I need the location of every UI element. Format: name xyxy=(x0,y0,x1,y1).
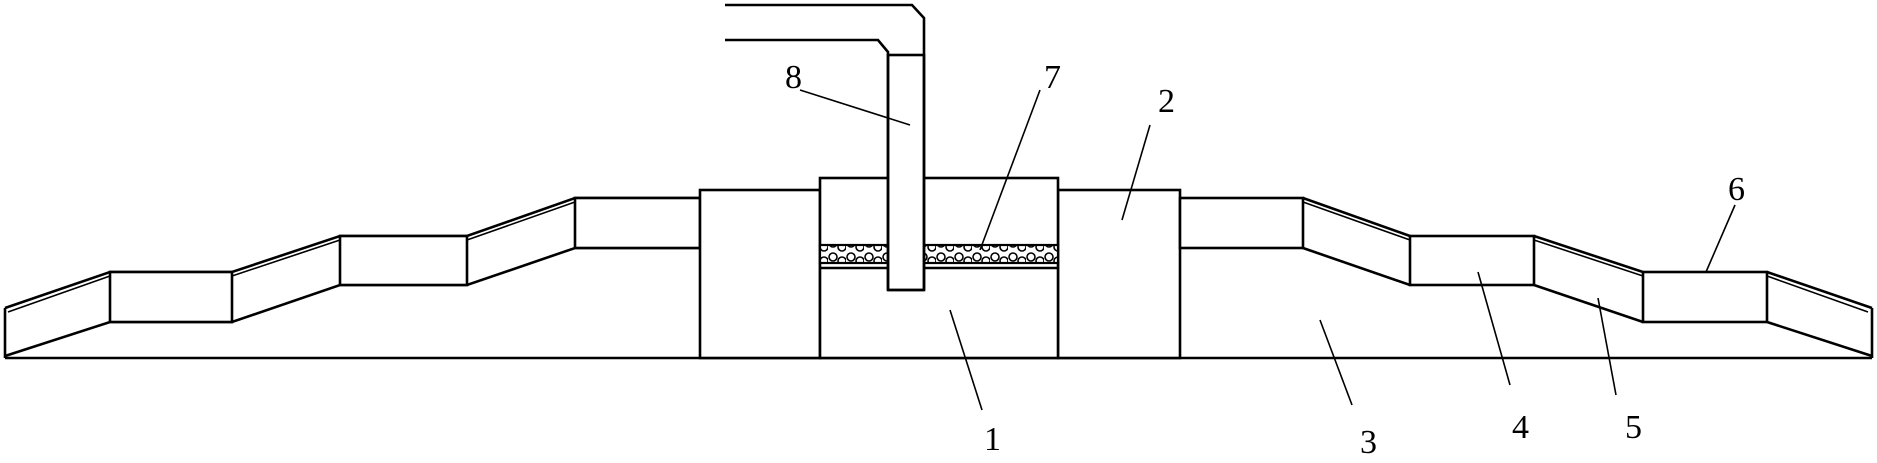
right-block-outer xyxy=(1641,270,1769,324)
leader-5 xyxy=(1597,297,1617,396)
left-block-middle xyxy=(338,234,469,287)
leader-4 xyxy=(1477,271,1511,386)
right-block-inner xyxy=(1178,196,1305,250)
leader-3 xyxy=(1319,319,1353,406)
leader-1 xyxy=(949,309,983,411)
label-2: 2 xyxy=(1158,83,1175,120)
leader-6 xyxy=(1705,204,1736,273)
label-6: 6 xyxy=(1728,171,1745,208)
label-8: 8 xyxy=(785,59,802,96)
label-1: 1 xyxy=(984,421,1001,458)
label-3: 3 xyxy=(1360,424,1377,461)
pipe-inner-edge xyxy=(725,38,890,290)
gravel-layer xyxy=(818,243,1060,265)
right-slope-bottom-edge xyxy=(1302,246,1873,358)
left-block-inner xyxy=(573,196,702,250)
right-block-middle xyxy=(1408,234,1536,287)
label-4: 4 xyxy=(1512,409,1529,446)
right-slope-top-edge xyxy=(1302,196,1873,310)
center-left-support xyxy=(698,188,822,360)
label-7: 7 xyxy=(1044,59,1061,96)
leader-7 xyxy=(979,89,1041,251)
pipe-outer-edge xyxy=(725,3,926,290)
leader-2 xyxy=(1121,124,1151,221)
center-right-support xyxy=(1056,188,1182,360)
left-block-outer xyxy=(108,270,234,324)
label-5: 5 xyxy=(1625,409,1642,446)
leader-8 xyxy=(799,89,911,126)
pipe-lower xyxy=(886,53,926,292)
slope-surface-hatch xyxy=(7,201,1869,313)
